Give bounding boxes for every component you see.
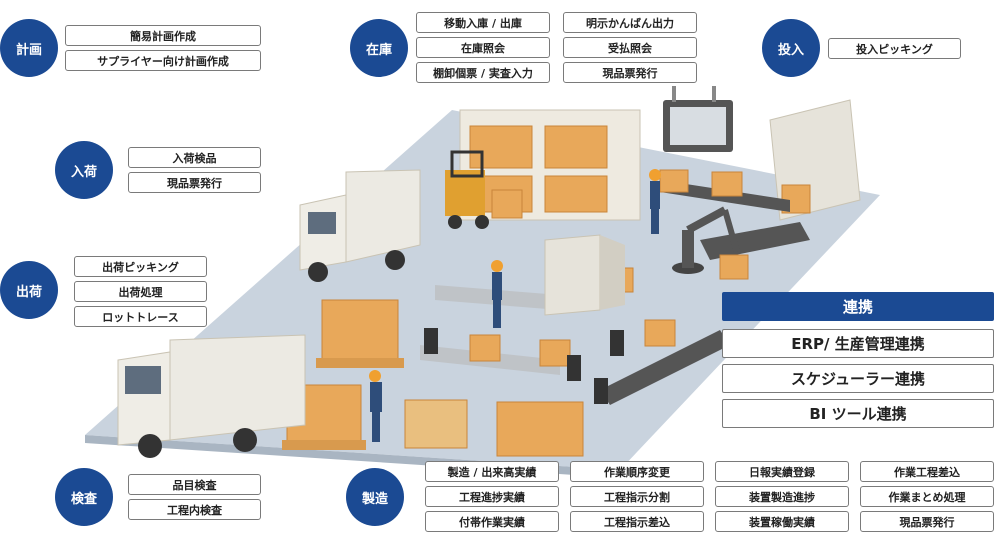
manufacturing-item-equipment-operation[interactable]: 装置稼働実績 — [715, 511, 849, 532]
integration-header: 連携 — [722, 292, 994, 321]
integration-item-scheduler[interactable]: スケジューラー連携 — [722, 364, 994, 393]
manufacturing-item-batch-process[interactable]: 作業まとめ処理 — [860, 486, 994, 507]
robot-arm — [672, 206, 740, 274]
inventory-category-badge: 在庫 — [350, 19, 408, 77]
manufacturing-item-daily-report[interactable]: 日報実績登録 — [715, 461, 849, 482]
manufacturing-item-ancillary[interactable]: 付帯作業実績 — [425, 511, 559, 532]
manufacturing-item-order-change[interactable]: 作業順序変更 — [570, 461, 704, 482]
plan-category-badge: 計画 — [0, 19, 58, 77]
inventory-item-tag-issue[interactable]: 現品票発行 — [563, 62, 697, 83]
inspection-category-badge: 検査 — [55, 468, 113, 526]
truck-rear — [299, 169, 421, 282]
conveyor-lines — [420, 169, 810, 405]
arrival-item-inspection[interactable]: 入荷検品 — [128, 147, 261, 168]
processing-machine — [544, 234, 625, 316]
shipping-item-picking[interactable]: 出荷ピッキング — [74, 256, 207, 277]
manufacturing-item-process-insert[interactable]: 作業工程差込 — [860, 461, 994, 482]
inventory-item-move[interactable]: 移動入庫 / 出庫 — [416, 12, 550, 33]
monitor-display — [663, 86, 733, 152]
input-machine — [769, 99, 861, 221]
arrival-category-badge: 入荷 — [55, 141, 113, 199]
inspection-item-in-process[interactable]: 工程内検査 — [128, 499, 261, 520]
inventory-item-stocktake[interactable]: 棚卸個票 / 実査入力 — [416, 62, 550, 83]
inventory-item-receipt-inquiry[interactable]: 受払照会 — [563, 37, 697, 58]
forklift — [445, 150, 523, 229]
arrival-item-tag-issue[interactable]: 現品票発行 — [128, 172, 261, 193]
plan-item-simple-planning[interactable]: 簡易計画作成 — [65, 25, 261, 46]
manufacturing-item-split[interactable]: 工程指示分割 — [570, 486, 704, 507]
manufacturing-item-progress[interactable]: 工程進捗実績 — [425, 486, 559, 507]
integration-item-erp[interactable]: ERP/ 生産管理連携 — [722, 329, 994, 358]
shipping-item-lot-trace[interactable]: ロットトレース — [74, 306, 207, 327]
manufacturing-item-output[interactable]: 製造 / 出来高実績 — [425, 461, 559, 482]
inventory-item-inquiry[interactable]: 在庫照会 — [416, 37, 550, 58]
manufacturing-category-badge: 製造 — [346, 468, 404, 526]
plan-item-supplier-planning[interactable]: サプライヤー向け計画作成 — [65, 50, 261, 71]
storage-shelf — [459, 109, 641, 221]
manufacturing-item-tag-issue[interactable]: 現品票発行 — [860, 511, 994, 532]
truck-front — [117, 334, 306, 458]
manufacturing-item-insert[interactable]: 工程指示差込 — [570, 511, 704, 532]
inventory-item-kanban[interactable]: 明示かんばん出力 — [563, 12, 697, 33]
inspection-item-product[interactable]: 品目検査 — [128, 474, 261, 495]
bollards — [424, 328, 624, 404]
input-item-picking[interactable]: 投入ピッキング — [828, 38, 961, 59]
pallet-stacks — [282, 299, 584, 457]
shipping-category-badge: 出荷 — [0, 261, 58, 319]
worker-figures — [369, 169, 661, 442]
integration-item-bi[interactable]: BI ツール連携 — [722, 399, 994, 428]
manufacturing-item-equipment-progress[interactable]: 装置製造進捗 — [715, 486, 849, 507]
input-category-badge: 投入 — [762, 19, 820, 77]
shipping-item-processing[interactable]: 出荷処理 — [74, 281, 207, 302]
